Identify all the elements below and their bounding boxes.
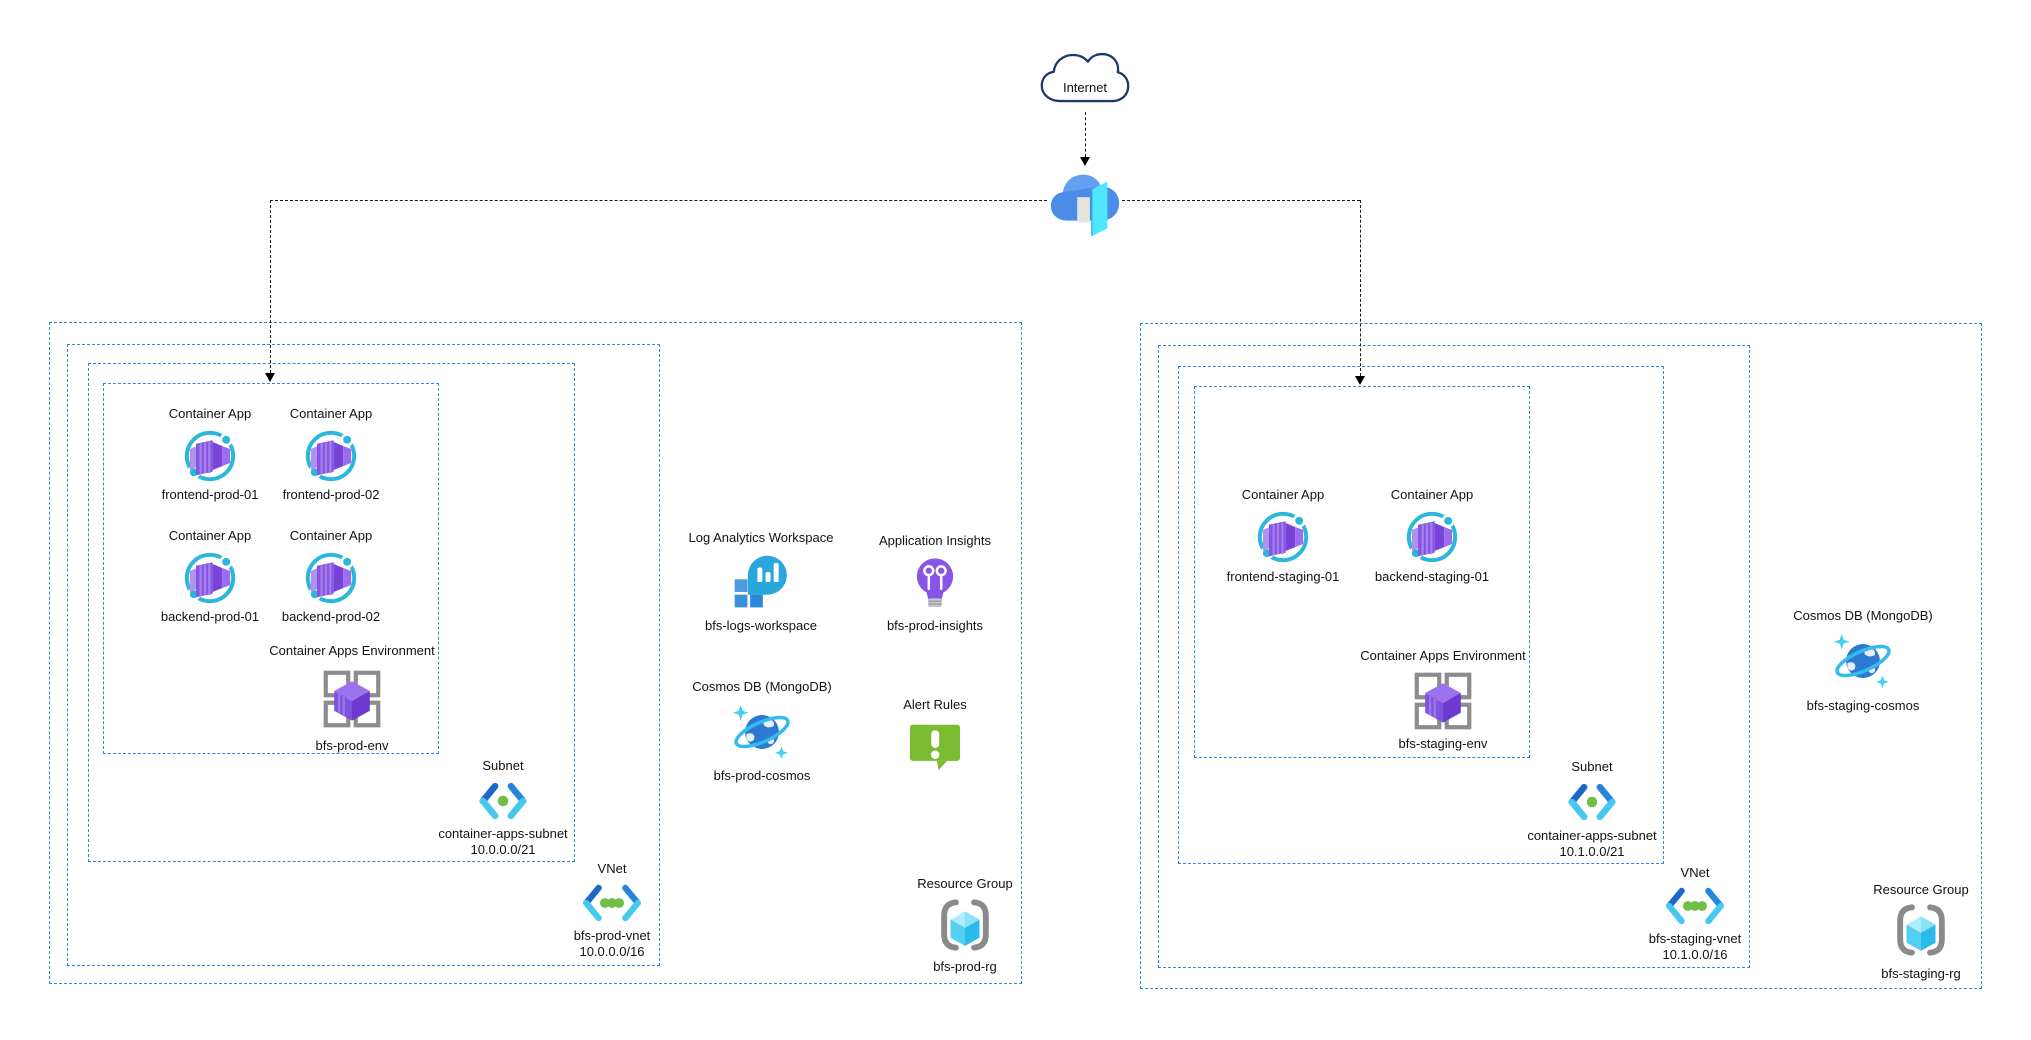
resource-group-icon	[936, 896, 994, 954]
container-app-icon	[182, 428, 238, 484]
node-type-label: Resource Group	[1873, 882, 1969, 897]
subnet-icon	[1564, 781, 1620, 823]
node-type-label: Container Apps Environment	[269, 643, 435, 658]
node-name-label: frontend-staging-01	[1226, 569, 1340, 584]
node-name-label: bfs-staging-rg	[1881, 966, 1961, 981]
node-type-label: Application Insights	[878, 533, 991, 548]
node-type-label: Cosmos DB (MongoDB)	[692, 679, 832, 694]
frontdoor-to-prod-v-connector	[270, 200, 271, 373]
staging-vnet-boundary[interactable]	[1158, 345, 1750, 968]
node-type-label: Container App	[1390, 487, 1474, 502]
node-type-label: Container Apps Environment	[1360, 648, 1526, 663]
node-type-label: Alert Rules	[903, 697, 967, 712]
container-app-icon	[1255, 509, 1311, 565]
container-app-icon	[303, 428, 359, 484]
container-env-icon	[322, 669, 382, 729]
node-name-label: bfs-prod-env	[315, 738, 389, 753]
node-name-label: bfs-prod-insights	[886, 618, 984, 633]
node-name-label: bfs-staging-cosmos	[1806, 698, 1920, 713]
container-app-icon	[182, 550, 238, 606]
cosmos-db-icon	[731, 701, 793, 763]
node-name-label: container-apps-subnet	[1527, 828, 1657, 843]
node-name-label: backend-prod-01	[160, 609, 260, 624]
frontdoor-to-prod-h-connector	[270, 200, 1047, 201]
container-app-icon	[303, 550, 359, 606]
internet-to-frontdoor-connector	[1085, 112, 1086, 157]
node-name-label: backend-prod-02	[281, 609, 381, 624]
node-type-label: Cosmos DB (MongoDB)	[1793, 608, 1933, 623]
prod-vnet-boundary[interactable]	[67, 344, 660, 966]
container-env-icon	[1413, 671, 1473, 731]
staging-resource-group-boundary[interactable]	[1140, 323, 1982, 989]
node-type-label: Log Analytics Workspace	[688, 530, 834, 545]
vnet-icon	[1663, 886, 1727, 926]
front-door-icon	[1046, 164, 1124, 244]
node-type-label: VNet	[597, 861, 627, 876]
node-cidr-label: 10.0.0.0/16	[579, 944, 645, 959]
node-name-label: frontend-prod-02	[282, 487, 380, 502]
cosmos-db-icon	[1832, 630, 1894, 692]
resource-group-icon	[1892, 901, 1950, 959]
node-cidr-label: 10.1.0.0/16	[1662, 947, 1728, 962]
frontdoor-to-stg-v-arrowhead-icon	[1354, 376, 1365, 385]
frontdoor-to-prod-v-arrowhead-icon	[264, 373, 275, 382]
frontdoor-to-stg-h-connector	[1122, 200, 1360, 201]
node-type-label: Container App	[168, 528, 252, 543]
node-type-label: VNet	[1680, 865, 1710, 880]
internet-to-frontdoor-arrowhead-icon	[1079, 157, 1090, 166]
node-name-label: backend-staging-01	[1374, 569, 1490, 584]
node-name-label: bfs-logs-workspace	[705, 618, 817, 633]
node-name-label: bfs-prod-rg	[933, 959, 997, 974]
node-name-label: bfs-prod-cosmos	[713, 768, 811, 783]
node-type-label: Resource Group	[917, 876, 1013, 891]
node-type-label: Container App	[289, 528, 373, 543]
internet-cloud-icon	[1037, 46, 1133, 112]
node-name-label: frontend-prod-01	[161, 487, 259, 502]
node-type-label: Container App	[168, 406, 252, 421]
internet-label: Internet	[1062, 80, 1108, 95]
subnet-icon	[475, 780, 531, 822]
vnet-icon	[580, 883, 644, 923]
node-name-label: bfs-staging-env	[1398, 736, 1488, 751]
node-cidr-label: 10.0.0.0/21	[470, 842, 536, 857]
app-insights-icon	[914, 556, 956, 616]
prod-subnet-boundary[interactable]	[88, 363, 575, 862]
prod-resource-group-boundary[interactable]	[49, 322, 1022, 984]
node-name-label: container-apps-subnet	[438, 826, 568, 841]
log-analytics-icon	[732, 553, 790, 611]
frontdoor-to-stg-v-connector	[1360, 200, 1361, 376]
container-app-icon	[1404, 509, 1460, 565]
node-cidr-label: 10.1.0.0/21	[1559, 844, 1625, 859]
node-type-label: Container App	[1241, 487, 1325, 502]
staging-container-env-boundary[interactable]	[1194, 386, 1530, 758]
alert-rules-icon	[907, 721, 963, 771]
node-name-label: bfs-staging-vnet	[1648, 931, 1742, 946]
node-type-label: Container App	[289, 406, 373, 421]
node-type-label: Subnet	[1571, 759, 1613, 774]
internet-node[interactable]	[1037, 46, 1133, 112]
staging-subnet-boundary[interactable]	[1178, 366, 1664, 864]
node-type-label: Subnet	[482, 758, 524, 773]
prod-container-env-boundary[interactable]	[103, 383, 439, 754]
node-name-label: bfs-prod-vnet	[573, 928, 651, 943]
